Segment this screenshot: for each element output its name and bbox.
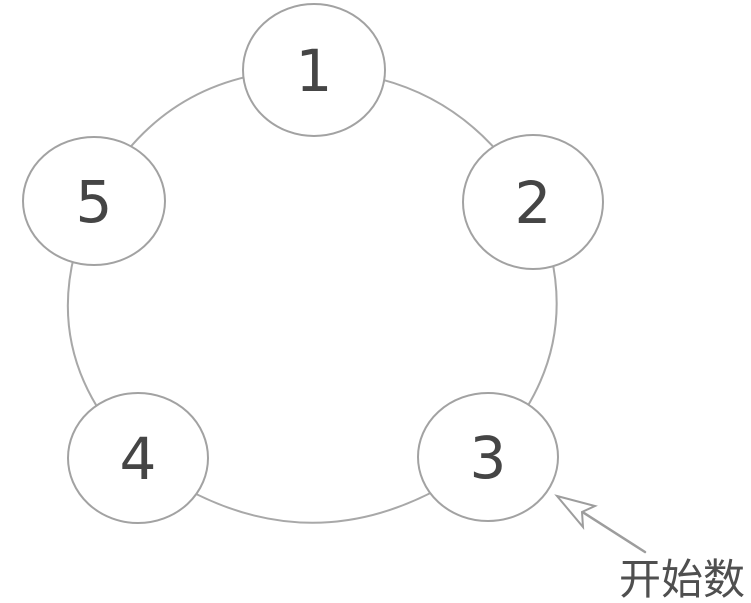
- node-4-circle: [67, 392, 209, 524]
- node-3-number: 3: [470, 424, 507, 492]
- start-label: 开始数: [619, 555, 745, 603]
- node-2-number: 2: [515, 169, 552, 237]
- node-4-number: 4: [120, 425, 157, 493]
- node-5: 5: [22, 136, 166, 266]
- node-5-number: 5: [76, 168, 113, 236]
- node-1-number: 1: [296, 37, 333, 105]
- node-4: 4: [67, 392, 209, 524]
- start-arrow: [554, 494, 647, 554]
- node-5-circle: [22, 136, 166, 266]
- node-1: 1: [242, 3, 386, 137]
- node-3: 3: [417, 392, 559, 522]
- node-2: 2: [462, 134, 604, 270]
- node-2-circle: [462, 134, 604, 270]
- node-3-circle: [417, 392, 559, 522]
- node-1-circle: [242, 3, 386, 137]
- arrow-head-icon: [554, 494, 598, 530]
